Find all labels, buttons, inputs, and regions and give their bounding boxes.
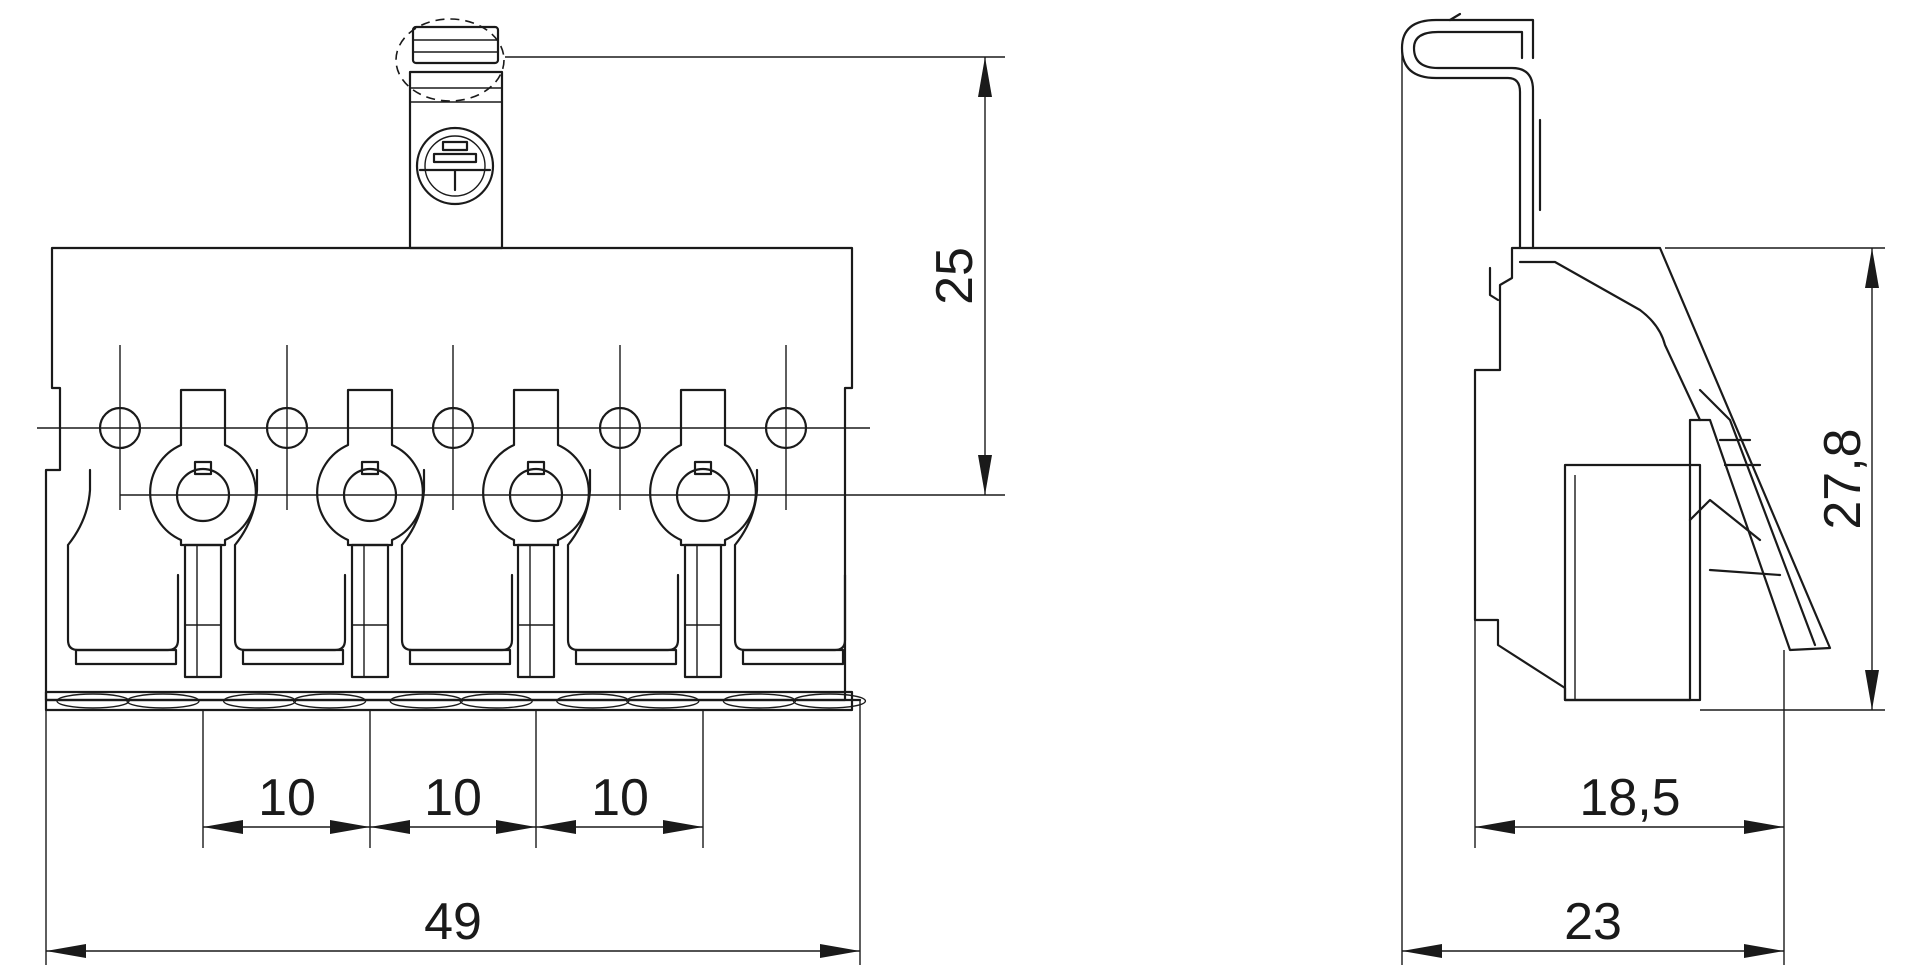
- screw-key: [193, 460, 213, 476]
- marking-oval: [126, 693, 200, 709]
- release-lever: [683, 543, 723, 679]
- dim-label-side-height: 27,8: [1814, 428, 1872, 529]
- screw-key: [526, 460, 546, 476]
- marking-oval: [292, 693, 367, 709]
- dimension-side-depth-inner: 18,5: [1474, 620, 1785, 965]
- contact-window: [233, 468, 347, 652]
- contact-window: [566, 468, 680, 652]
- dim-label-overall-width: 49: [424, 893, 482, 951]
- dim-label-pitch-2: 10: [424, 769, 482, 827]
- contact-base: [741, 648, 845, 666]
- ground-terminal-icon: [415, 126, 495, 206]
- screw-cutout: [482, 388, 590, 547]
- front-view: 25 10 10 10 49: [37, 18, 1005, 965]
- marking-oval: [722, 693, 797, 709]
- dim-label-height-top: 25: [926, 247, 984, 305]
- release-lever: [350, 543, 390, 679]
- release-lever: [183, 543, 223, 679]
- marking-oval: [792, 693, 867, 709]
- dimension-side-height: 27,8: [1665, 247, 1885, 711]
- contact-window: [733, 468, 847, 652]
- dim-label-side-depth-overall: 23: [1564, 893, 1622, 951]
- dim-label-pitch-3: 10: [591, 769, 649, 827]
- contact-base: [574, 648, 678, 666]
- screw-key: [693, 460, 713, 476]
- marking-oval: [459, 693, 533, 709]
- release-lever: [516, 543, 556, 679]
- dimension-overall-width: 49: [45, 700, 861, 965]
- ground-tab: [395, 18, 505, 250]
- marking-oval: [56, 693, 130, 709]
- dim-label-pitch-1: 10: [258, 769, 316, 827]
- screw-cutout: [316, 388, 424, 547]
- contact-window: [400, 468, 514, 652]
- contact-base: [74, 648, 178, 666]
- contact-base: [241, 648, 345, 666]
- dimension-pitches: 10 10 10: [202, 710, 704, 848]
- screw-cutout: [149, 388, 257, 547]
- dimension-side-depth-overall: 23: [1401, 48, 1784, 965]
- marking-oval: [389, 693, 463, 709]
- contact-base: [408, 648, 512, 666]
- side-view: 27,8 18,5 23: [1400, 12, 1885, 965]
- detail-circle: [395, 18, 505, 102]
- marking-oval: [556, 693, 630, 709]
- pole-cells: [56, 388, 867, 709]
- screw-key: [360, 460, 380, 476]
- contact-window: [66, 468, 180, 652]
- marking-oval: [222, 693, 297, 709]
- dimension-height-top: 25: [505, 56, 1005, 495]
- marking-oval: [626, 693, 700, 709]
- screw-cutout: [649, 388, 757, 547]
- dim-label-side-depth-inner: 18,5: [1579, 769, 1680, 827]
